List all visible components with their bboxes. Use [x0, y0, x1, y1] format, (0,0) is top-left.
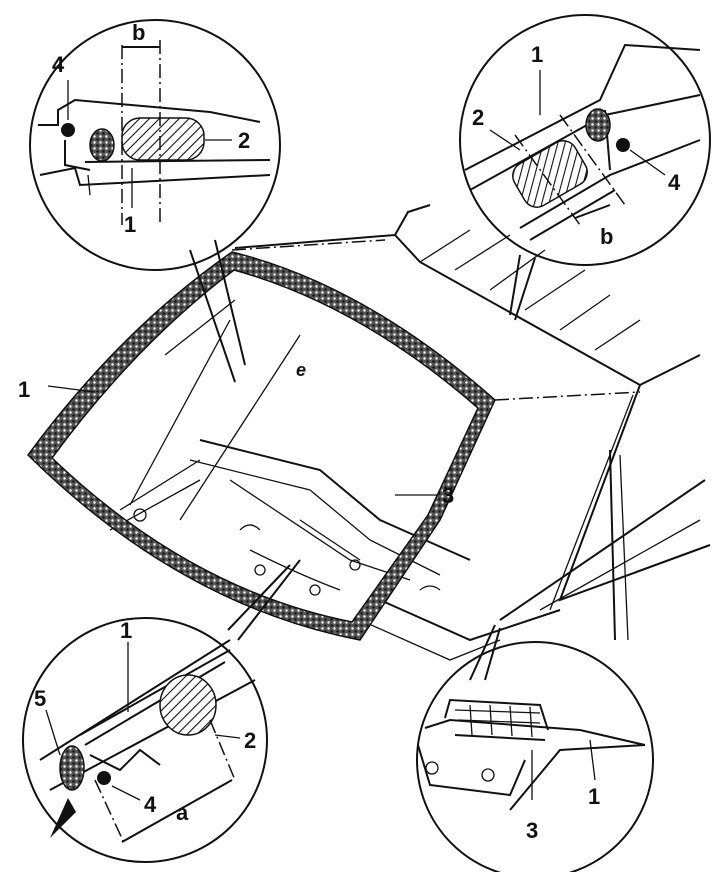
label-bl-5: 5	[34, 686, 46, 711]
label-windshield-1: 1	[18, 377, 30, 402]
callout-top-right	[459, 14, 711, 266]
label-br-3: 3	[526, 818, 538, 843]
label-tr-1: 1	[531, 42, 543, 67]
label-bl-a: a	[176, 800, 189, 825]
label-bl-1: 1	[120, 618, 132, 643]
label-tl-1: 1	[124, 212, 136, 237]
label-br-1: 1	[588, 784, 600, 809]
label-tr-2: 2	[472, 105, 484, 130]
label-tr-b: b	[600, 224, 613, 249]
windshield	[27, 251, 496, 641]
label-tl-b: b	[132, 20, 145, 45]
car-body	[109, 204, 711, 661]
callout-top-left	[29, 19, 281, 271]
label-tl-4: 4	[52, 52, 65, 77]
label-seal-3: 3	[442, 483, 454, 508]
label-tl-2: 2	[238, 128, 250, 153]
leader-lines	[47, 239, 641, 681]
callout-bottom-right	[416, 641, 654, 872]
label-tr-4: 4	[668, 170, 681, 195]
label-bl-4: 4	[144, 792, 157, 817]
label-bl-2: 2	[244, 728, 256, 753]
callout-bottom-left	[22, 617, 268, 863]
label-marker-e: e	[296, 360, 306, 380]
